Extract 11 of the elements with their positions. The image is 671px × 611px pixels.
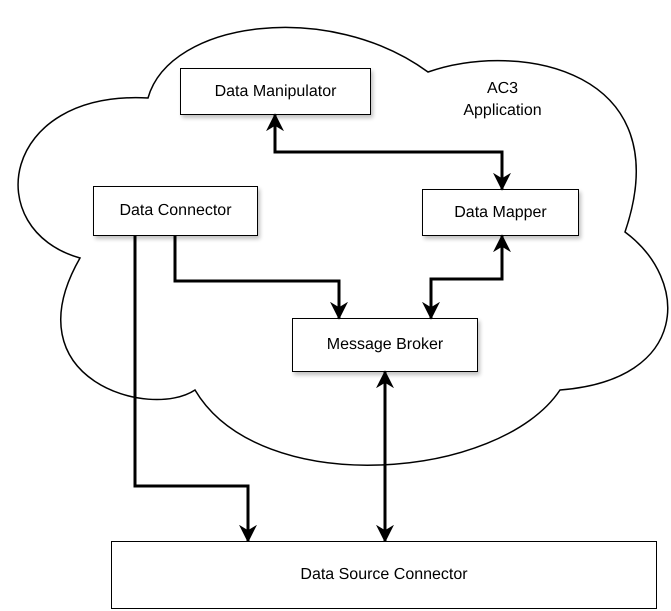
arrow <box>134 236 257 543</box>
arrow <box>174 236 348 320</box>
component-box: Data Mapper <box>422 189 579 236</box>
cloud-label: AC3 Application <box>462 79 543 121</box>
component-box: Data Source Connector <box>111 541 657 609</box>
component-box: Data Manipulator <box>180 68 371 115</box>
arrow <box>422 234 511 320</box>
component-box: Data Connector <box>93 186 258 236</box>
component-box: Message Broker <box>292 318 478 372</box>
arrow <box>266 113 511 191</box>
arrow <box>376 370 394 543</box>
